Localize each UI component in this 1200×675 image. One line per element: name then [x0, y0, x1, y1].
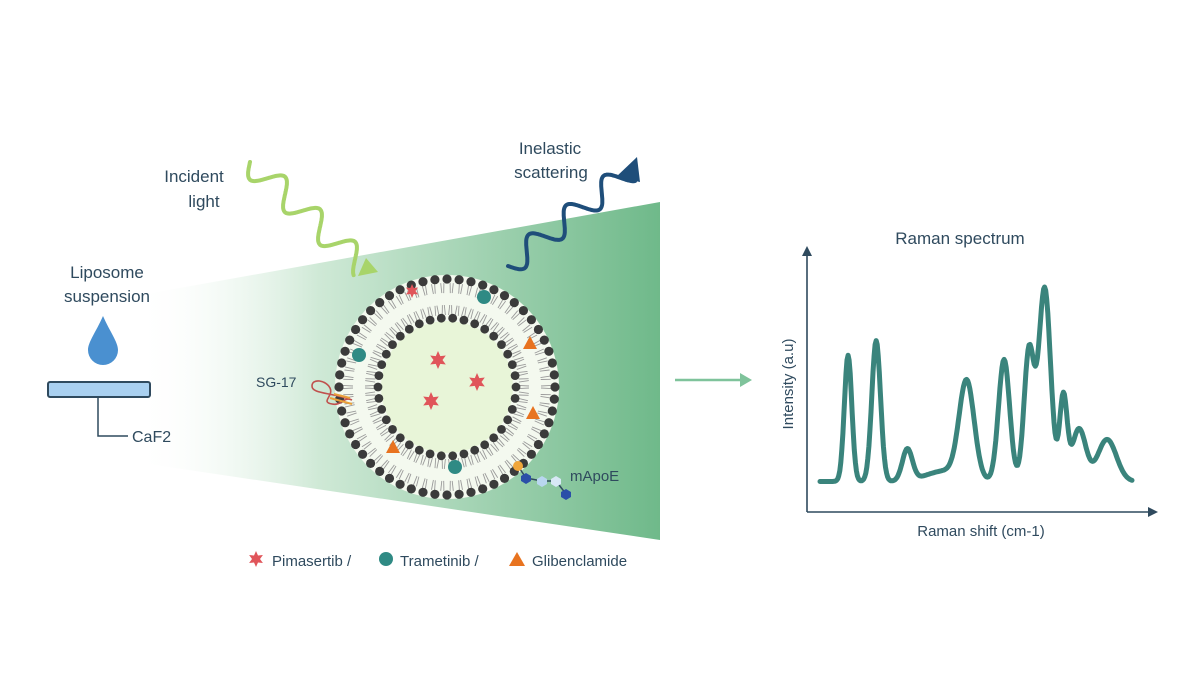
- incident-light-wave: [246, 160, 359, 278]
- y-axis-arrowhead: [802, 246, 812, 256]
- substrate-label: CaF2: [132, 429, 171, 446]
- trametinib-molecule-3: [448, 460, 462, 474]
- spectrum-curve: [817, 284, 1135, 484]
- raman-spectrum-plot: Raman spectrum Intensity (a.u) Raman shi…: [780, 229, 1158, 540]
- glibenclamide-molecule-3: [386, 440, 400, 453]
- legend-label-trametinib: Trametinib /: [400, 553, 479, 570]
- caf2-substrate: [47, 381, 151, 398]
- pimasertib-core-molecule-3: [423, 392, 439, 410]
- triangle-icon: [509, 552, 525, 566]
- spectrum-xlabel: Raman shift (cm-1): [917, 523, 1045, 540]
- lipid-tails: [342, 282, 552, 492]
- scattered-arrowhead: [616, 157, 640, 182]
- trametinib-molecule-1: [477, 290, 491, 304]
- liposome: [334, 274, 560, 500]
- aptamer-label: SG-17: [256, 374, 297, 390]
- spectrum-ylabel: Intensity (a.u): [780, 339, 797, 430]
- pimasertib-core-molecule-2: [469, 373, 485, 391]
- substrate-leader-line: [97, 397, 128, 437]
- liposome-suspension-label-line1: Liposome: [70, 263, 144, 282]
- inelastic-scattering-label-line1: Inelastic: [519, 139, 582, 158]
- legend-label-pimasertib: Pimasertib /: [272, 553, 352, 570]
- liposome-suspension-label-line2: suspension: [64, 287, 150, 306]
- pimasertib-core-molecule-1: [430, 351, 446, 369]
- star-icon: [249, 551, 263, 567]
- circle-icon: [379, 552, 393, 566]
- sg17-aptamer-strand: [329, 393, 353, 405]
- lipid-heads: [334, 274, 560, 500]
- inelastic-scattering-label-line2: scattering: [514, 163, 588, 182]
- legend: Pimasertib / Trametinib / Glibenclamide: [249, 551, 627, 570]
- x-axis-arrowhead: [1148, 507, 1158, 517]
- scattered-light-wave: [506, 172, 637, 272]
- trametinib-molecule-2: [352, 348, 366, 362]
- droplet-icon: [88, 316, 118, 365]
- legend-label-glibenclamide: Glibenclamide: [532, 553, 627, 570]
- glibenclamide-molecule-1: [523, 336, 537, 349]
- liposome-aqueous-core: [381, 321, 513, 453]
- process-arrow-icon: [675, 373, 752, 387]
- incident-light-label-line1: Incident: [164, 167, 224, 186]
- peptide-label: mApoE: [570, 468, 619, 485]
- incident-light-label-line2: light: [188, 192, 219, 211]
- pimasertib-membrane-molecule: [405, 284, 419, 298]
- mapoe-peptide: [513, 461, 571, 500]
- sg17-aptamer: [311, 380, 353, 406]
- spectrum-title: Raman spectrum: [895, 229, 1024, 248]
- glibenclamide-molecule-2: [526, 406, 540, 419]
- incident-arrowhead: [358, 258, 378, 276]
